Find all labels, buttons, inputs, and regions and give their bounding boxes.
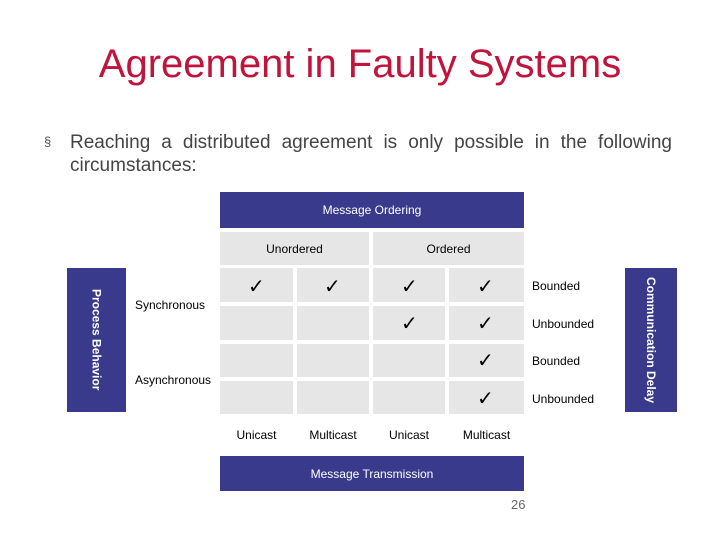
check-mark-icon: ✓ <box>477 350 494 372</box>
bullet-text: Reaching a distributed agreement is only… <box>70 132 672 176</box>
cell-r4-c4 <box>449 381 524 414</box>
cell-r1-c2 <box>297 268 369 302</box>
check-mark-icon: ✓ <box>477 313 494 335</box>
communication-delay-panel: Communication Delay <box>625 268 677 412</box>
cell-r2-c4 <box>449 306 524 340</box>
cell-r1-c1 <box>220 268 293 302</box>
transmission-label-multicast-2: Multicast <box>462 428 511 442</box>
cell-r4-c3 <box>373 381 445 414</box>
cell-r1-c3 <box>373 268 445 302</box>
transmission-label-multicast-1: Multicast <box>309 428 357 442</box>
check-mark-icon: ✓ <box>477 388 494 410</box>
delay-label-bounded-1: Bounded <box>532 279 581 293</box>
check-mark-icon: ✓ <box>401 313 418 335</box>
page-number: 26 <box>511 497 526 512</box>
synchronous-label: Synchronous <box>135 298 206 312</box>
transmission-label-unicast-2: Unicast <box>388 428 429 442</box>
process-behavior-panel: Process Behavior <box>67 268 126 412</box>
message-ordering-header: Message Ordering <box>220 192 524 228</box>
cell-r4-c1 <box>220 381 293 414</box>
unordered-header: Unordered <box>220 232 369 265</box>
delay-label-unbounded-2: Unbounded <box>532 392 595 406</box>
cell-r2-c2 <box>297 306 369 340</box>
cell-r1-c4 <box>449 268 524 302</box>
cell-r4-c2 <box>297 381 369 414</box>
check-mark-icon: ✓ <box>324 276 341 298</box>
message-transmission-header: Message Transmission <box>220 456 524 491</box>
communication-delay-label: Communication Delay <box>644 276 658 404</box>
process-behavior-label: Process Behavior <box>89 289 104 391</box>
delay-label-bounded-2: Bounded <box>532 354 581 368</box>
slide-title: Agreement in Faulty Systems <box>98 42 622 86</box>
bullet-marker: § <box>44 134 52 149</box>
cell-r3-c4 <box>449 344 524 377</box>
behavior-area <box>130 268 218 412</box>
transmission-label-unicast-1: Unicast <box>236 428 277 442</box>
cell-r3-c1 <box>220 344 293 377</box>
check-mark-icon: ✓ <box>477 276 494 298</box>
cell-r2-c1 <box>220 306 293 340</box>
delay-label-unbounded-1: Unbounded <box>532 317 595 331</box>
cell-r2-c3 <box>373 306 445 340</box>
cell-r3-c2 <box>297 344 369 377</box>
check-mark-icon: ✓ <box>401 276 418 298</box>
asynchronous-label: Asynchronous <box>135 373 212 387</box>
cell-r3-c3 <box>373 344 445 377</box>
ordered-header: Ordered <box>373 232 524 265</box>
check-mark-icon: ✓ <box>248 276 265 298</box>
